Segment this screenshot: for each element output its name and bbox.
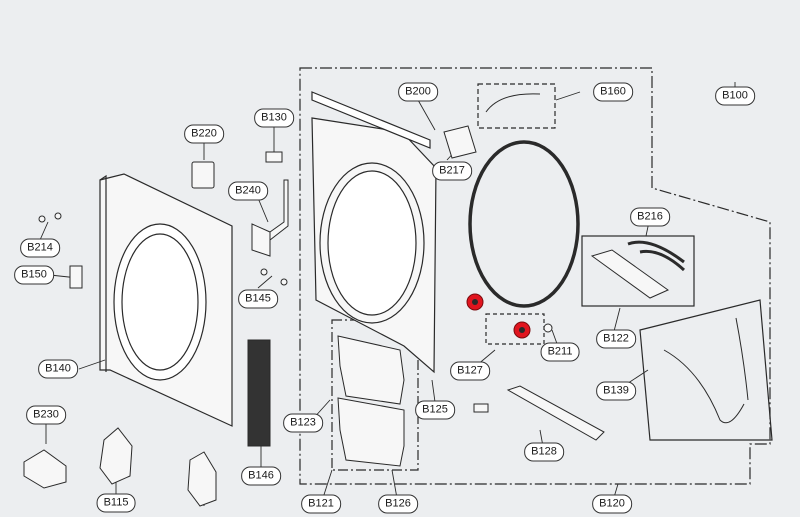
foot-part [23, 449, 67, 489]
label-b220: B220 [184, 124, 224, 144]
drum-opening-ring [319, 162, 425, 324]
latch-part [69, 265, 83, 289]
b160-wire [485, 93, 541, 113]
label-b125: B125 [415, 400, 455, 420]
label-b150: B150 [14, 265, 54, 285]
label-b130: B130 [254, 108, 294, 128]
door-window-inner [121, 233, 199, 371]
label-b123: B123 [283, 413, 323, 433]
label-b214: B214 [20, 238, 60, 258]
label-b115: B115 [96, 493, 136, 513]
bracket-part [251, 179, 289, 257]
label-b100: B100 [715, 86, 755, 106]
label-b217: B217 [432, 161, 472, 181]
label-b120: B120 [592, 494, 632, 514]
label-b230: B230 [26, 405, 66, 425]
wire-harness-box [639, 299, 773, 441]
hinge-part [191, 161, 215, 189]
label-b211: B211 [540, 342, 580, 362]
screw-2 [54, 212, 62, 220]
handle-part-2 [187, 451, 217, 507]
clip-part [265, 151, 283, 163]
roller-red-1-hub [472, 299, 478, 305]
label-b200: B200 [398, 82, 438, 102]
label-b146: B146 [241, 466, 281, 486]
label-b121: B121 [301, 494, 341, 514]
vent-cover [506, 385, 605, 441]
lower-tray-1 [337, 335, 405, 405]
roller-red-2-hub [519, 327, 525, 333]
cabinet-outline [299, 67, 771, 485]
label-b139: B139 [596, 381, 636, 401]
filter-box [581, 235, 695, 307]
screw-3 [260, 268, 268, 276]
screw-1 [38, 215, 46, 223]
label-b126: B126 [378, 494, 418, 514]
lower-tray-2 [337, 397, 405, 467]
small-block [473, 403, 489, 413]
seal-strip [247, 339, 271, 447]
label-b160: B160 [593, 82, 633, 102]
filter-part [590, 249, 670, 299]
screw-4 [280, 278, 288, 286]
sensor-part [443, 125, 477, 159]
door-window [113, 223, 207, 381]
label-b145: B145 [238, 289, 278, 309]
nut-part [543, 323, 553, 333]
harness-box [477, 83, 556, 129]
seal-strip-2 [639, 249, 686, 272]
label-b128: B128 [524, 442, 564, 462]
front-door-edge [99, 174, 107, 372]
label-b127: B127 [450, 361, 490, 381]
top-bracket [311, 91, 431, 149]
drum-opening [327, 170, 417, 316]
label-b122: B122 [596, 329, 636, 349]
door-gasket [468, 140, 580, 308]
label-b216: B216 [630, 207, 670, 227]
label-b140: B140 [38, 359, 78, 379]
handle-part-1 [99, 427, 133, 485]
label-b240: B240 [228, 181, 268, 201]
b139-wire [663, 317, 749, 424]
seal-strip-1 [627, 240, 685, 264]
